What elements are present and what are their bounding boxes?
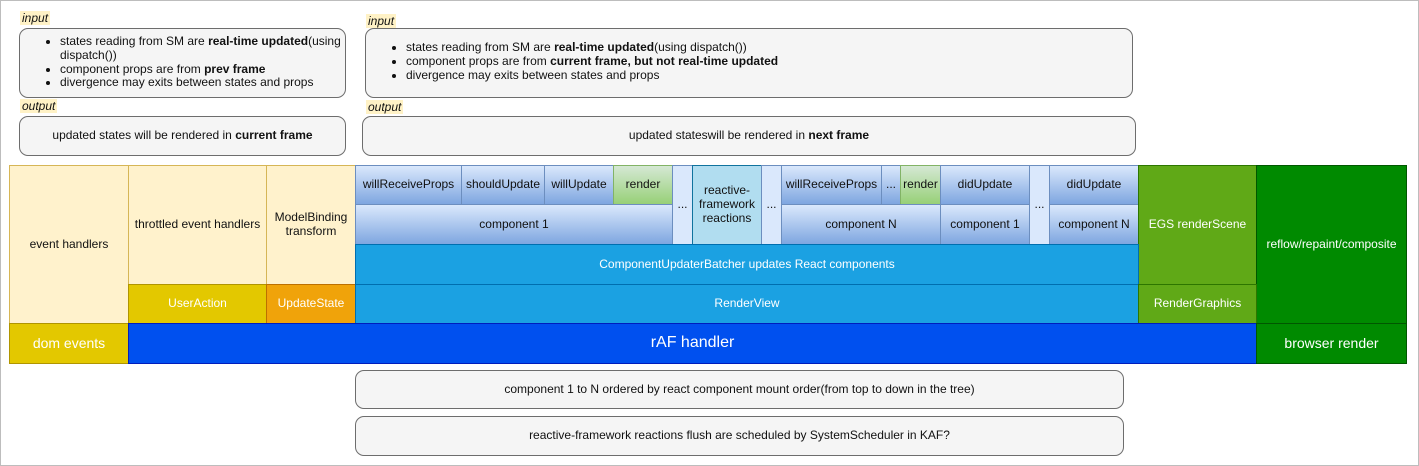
right-output-tag: output [366, 100, 404, 114]
throttled-event-handlers-box: throttled event handlers [128, 165, 267, 285]
left-input-item-1: states reading from SM are real-time upd… [60, 34, 345, 63]
render-1-box: render [613, 165, 673, 205]
left-input-item-3: divergence may exits between states and … [60, 75, 345, 90]
render-graphics-box: RenderGraphics [1138, 284, 1257, 324]
ellipsis-box-4: ... [1029, 165, 1050, 245]
left-output-note: updated states will be rendered in curre… [19, 116, 346, 156]
right-input-tag: input [366, 14, 397, 28]
left-input-item-2: component props are from prev frame [60, 62, 345, 77]
dom-events-box: dom events [9, 323, 129, 364]
mount-order-note: component 1 to N ordered by react compon… [355, 370, 1124, 409]
browser-render-box: browser render [1256, 323, 1407, 364]
event-handlers-box: event handlers [9, 165, 129, 324]
render-n-box: render [900, 165, 941, 205]
left-input-note: states reading from SM are real-time upd… [19, 28, 346, 98]
render-view-box: RenderView [355, 284, 1139, 324]
component-1-did-update-box: component 1 [940, 204, 1030, 245]
reactive-framework-reactions-box: reactive-framework reactions [692, 165, 762, 245]
left-input-list: states reading from SM are real-time upd… [20, 34, 345, 90]
component-n-box: component N [781, 204, 941, 245]
ellipsis-box-1: ... [672, 165, 693, 245]
right-input-item-2: component props are from current frame, … [406, 54, 1132, 69]
should-update-box: shouldUpdate [461, 165, 545, 205]
right-input-item-3: divergence may exits between states and … [406, 68, 1132, 83]
modelbinding-transform-box: ModelBinding transform [266, 165, 356, 285]
will-receive-props-n-box: willReceiveProps [781, 165, 882, 205]
component-updater-batcher-box: ComponentUpdaterBatcher updates React co… [355, 244, 1139, 285]
right-output-note: updated stateswill be rendered in next f… [362, 116, 1136, 156]
left-output-tag: output [20, 99, 58, 113]
right-input-list: states reading from SM are real-time upd… [366, 40, 1132, 83]
update-state-box: UpdateState [266, 284, 356, 324]
reactions-flush-note: reactive-framework reactions flush are s… [355, 416, 1124, 456]
did-update-n-box: didUpdate [1049, 165, 1139, 205]
user-action-box: UserAction [128, 284, 267, 324]
right-input-note: states reading from SM are real-time upd… [365, 28, 1133, 98]
reflow-repaint-composite-box: reflow/repaint/composite [1256, 165, 1407, 324]
raf-handler-box: rAF handler [128, 323, 1257, 364]
left-input-tag: input [20, 11, 51, 25]
ellipsis-box-3: ... [881, 165, 901, 205]
component-1-box: component 1 [355, 204, 673, 245]
component-n-did-update-box: component N [1049, 204, 1139, 245]
will-update-box: willUpdate [544, 165, 614, 205]
did-update-1-box: didUpdate [940, 165, 1030, 205]
right-input-item-1: states reading from SM are real-time upd… [406, 40, 1132, 55]
will-receive-props-1-box: willReceiveProps [355, 165, 462, 205]
egs-render-scene-box: EGS renderScene [1138, 165, 1257, 285]
ellipsis-box-2: ... [761, 165, 782, 245]
